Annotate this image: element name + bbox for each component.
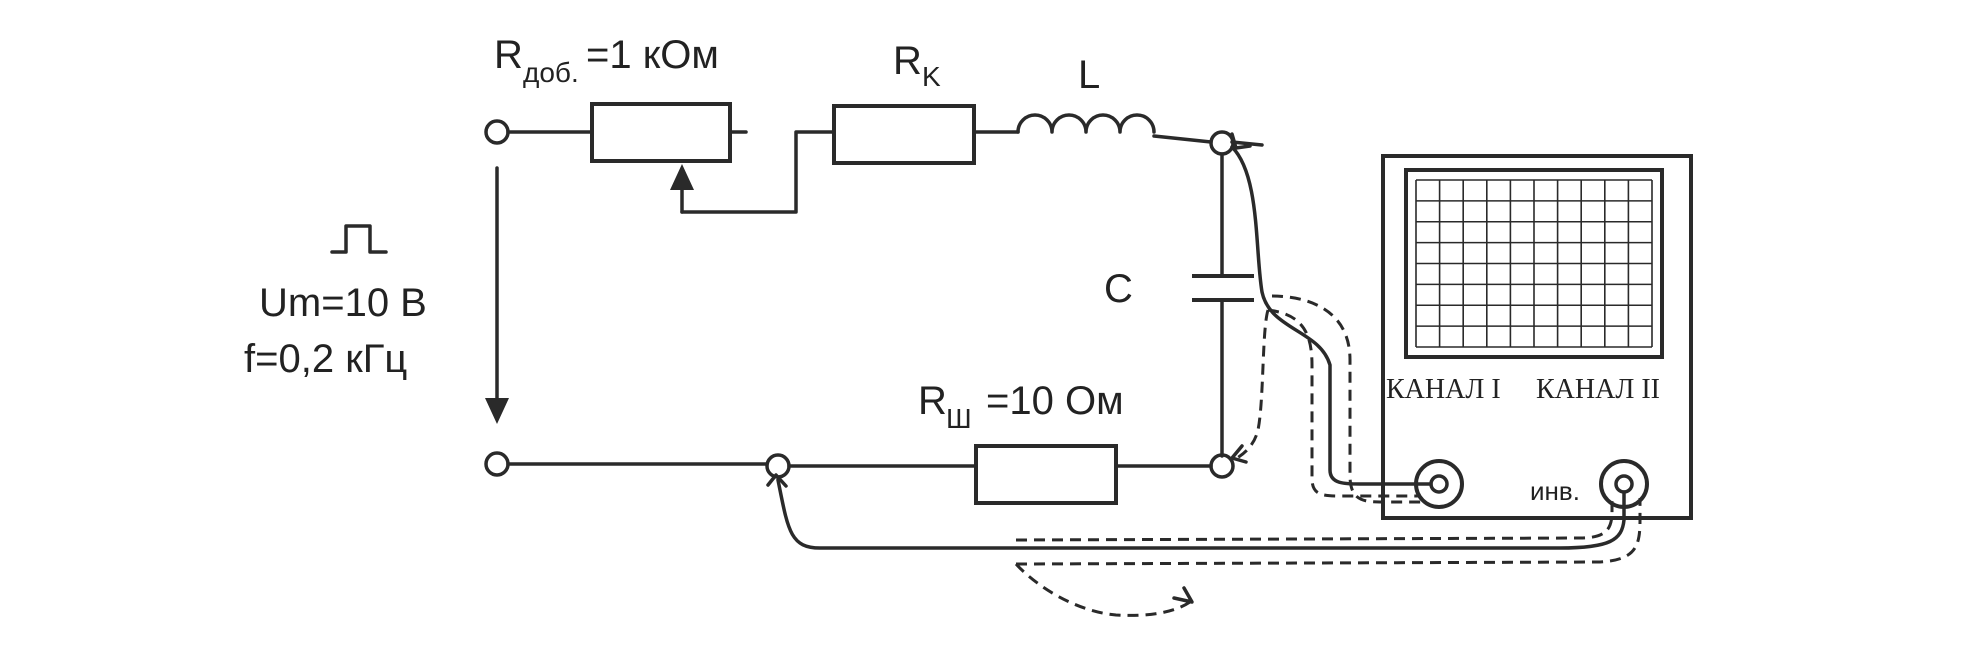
probe-node-bottom: [765, 453, 791, 479]
label-r-add: R доб. =1 кОм: [494, 33, 719, 88]
label-channel-1: КАНАЛ I: [1386, 374, 1501, 405]
label-rsh: R Ш =10 Ом: [918, 379, 1124, 434]
source-voltage: Um=10 В: [259, 281, 427, 325]
rk-subscript: K: [922, 61, 941, 92]
label-invert: инв.: [1530, 476, 1580, 506]
oscilloscope-grid: [1415, 179, 1653, 348]
oscilloscope: [1381, 154, 1693, 520]
label-channel-2: КАНАЛ II: [1536, 374, 1660, 405]
shunt-resistor-rsh: [974, 444, 1118, 505]
r-add-symbol: R: [494, 33, 523, 77]
voltage-arrow: [485, 166, 509, 424]
r-add-subscript: доб.: [523, 57, 579, 88]
r-add-value: =1 кОм: [586, 33, 719, 77]
capacitor-c: [1192, 152, 1254, 458]
label-capacitor: C: [1104, 267, 1133, 311]
input-terminal-bottom: [484, 451, 510, 477]
oscilloscope-screen: [1404, 168, 1664, 359]
resistor-rk: [832, 104, 976, 165]
rsh-value: =10 Ом: [986, 379, 1124, 423]
rsh-subscript: Ш: [946, 403, 972, 434]
wire: [1152, 134, 1213, 144]
label-rk: R K: [893, 39, 941, 92]
source-frequency: f=0,2 кГц: [244, 337, 407, 381]
rk-symbol: R: [893, 39, 922, 83]
pulse-icon: [330, 224, 388, 254]
variable-resistor-r-add: [590, 102, 836, 214]
probe-cable-channel-2: [766, 473, 1642, 617]
rsh-symbol: R: [918, 379, 947, 423]
node-bottom-right: [1209, 453, 1235, 479]
input-terminal-top: [484, 119, 510, 145]
label-inductor: L: [1078, 53, 1100, 97]
probe-cable-channel-1: [1230, 132, 1433, 504]
inductor-l: [1016, 113, 1156, 134]
